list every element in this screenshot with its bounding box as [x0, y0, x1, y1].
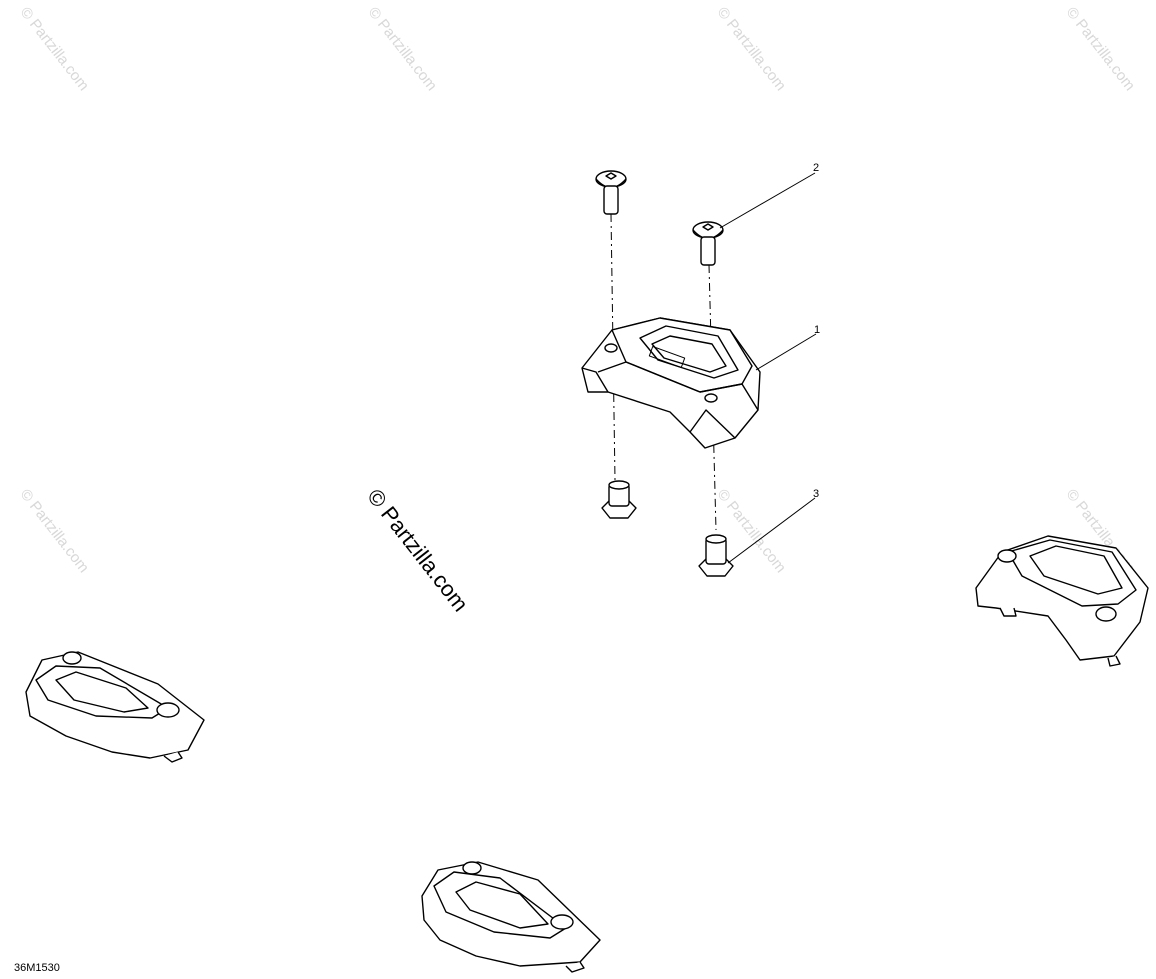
figure-code: 36M1530	[14, 962, 60, 974]
nut-part	[601, 480, 637, 519]
screw-part	[595, 170, 627, 215]
callout-label-3: 3	[813, 488, 820, 500]
installed-handle-left	[25, 651, 205, 763]
callout-label-1: 1	[814, 324, 821, 336]
installed-handle-bottom	[421, 861, 601, 973]
nut-part	[698, 534, 734, 577]
handle-bracket-part	[581, 317, 761, 449]
installed-handle-right	[975, 535, 1149, 667]
screw-part	[692, 221, 724, 266]
callout-label-2: 2	[813, 162, 820, 174]
